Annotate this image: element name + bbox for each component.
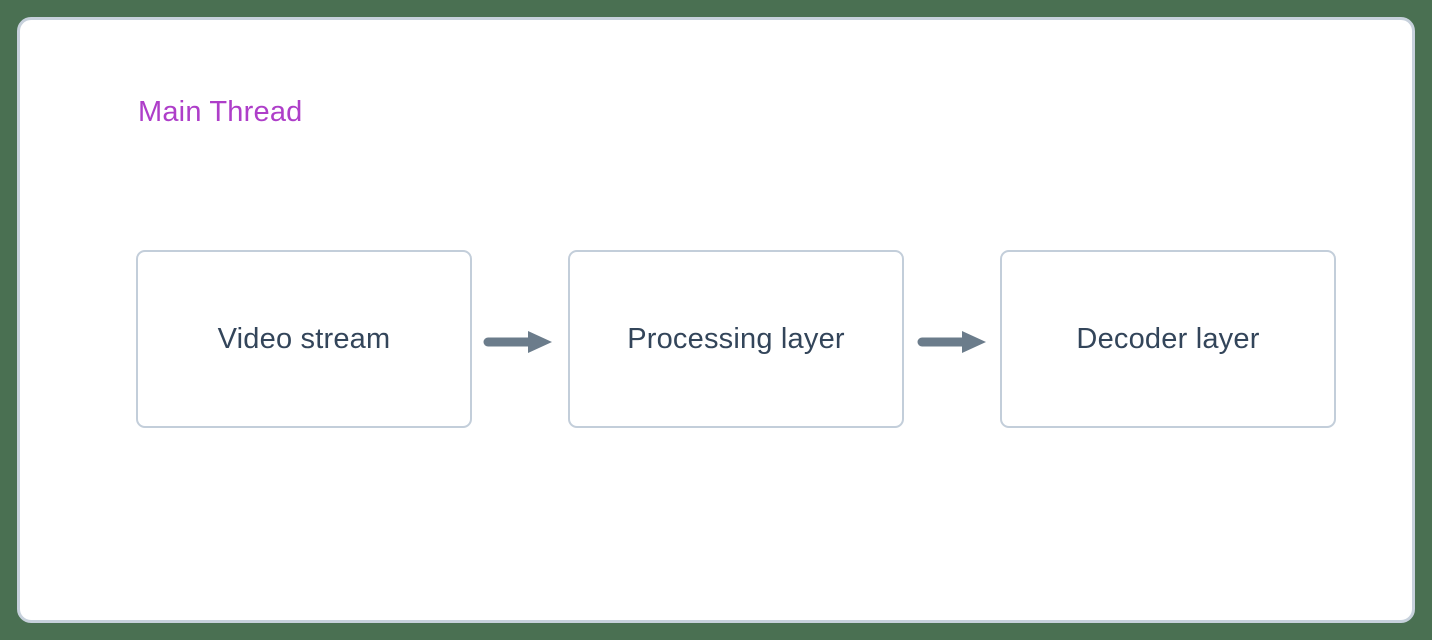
diagram-canvas-card: Main Thread Video stream Processing laye…	[17, 17, 1415, 623]
node-label: Video stream	[217, 322, 391, 355]
node-video-stream: Video stream	[136, 250, 472, 428]
node-decoder-layer: Decoder layer	[1000, 250, 1336, 428]
node-processing-layer: Processing layer	[568, 250, 904, 428]
arrow-right-icon	[483, 331, 552, 353]
arrow-right-icon	[917, 331, 986, 353]
node-label: Processing layer	[627, 322, 845, 355]
frame-title-main-thread: Main Thread	[138, 96, 303, 128]
node-label: Decoder layer	[1076, 322, 1260, 355]
